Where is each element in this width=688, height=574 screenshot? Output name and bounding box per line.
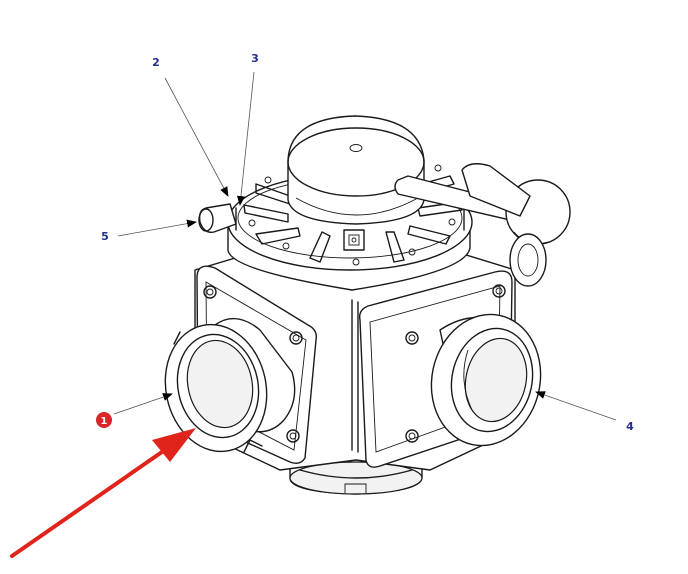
leader-5 [117,219,197,237]
right-top-port [461,163,547,287]
valve-body [164,115,571,495]
leader-1 [113,393,173,415]
leader-2 [164,77,229,197]
leader-lines [113,71,617,421]
dome [287,115,425,251]
callout-4: 4 [626,420,634,433]
callout-labels: 2 3 5 4 1 [96,52,634,433]
callout-1-badge: 1 [96,412,112,428]
leader-3 [236,71,255,206]
red-pointer-arrow [10,428,196,558]
left-port [164,317,296,453]
callout-5: 5 [101,230,109,243]
callout-3: 3 [251,52,259,65]
callout-2: 2 [152,56,160,69]
right-port [430,313,542,447]
left-spigot [198,203,237,233]
callout-1: 1 [101,416,108,427]
leader-4 [535,391,617,421]
